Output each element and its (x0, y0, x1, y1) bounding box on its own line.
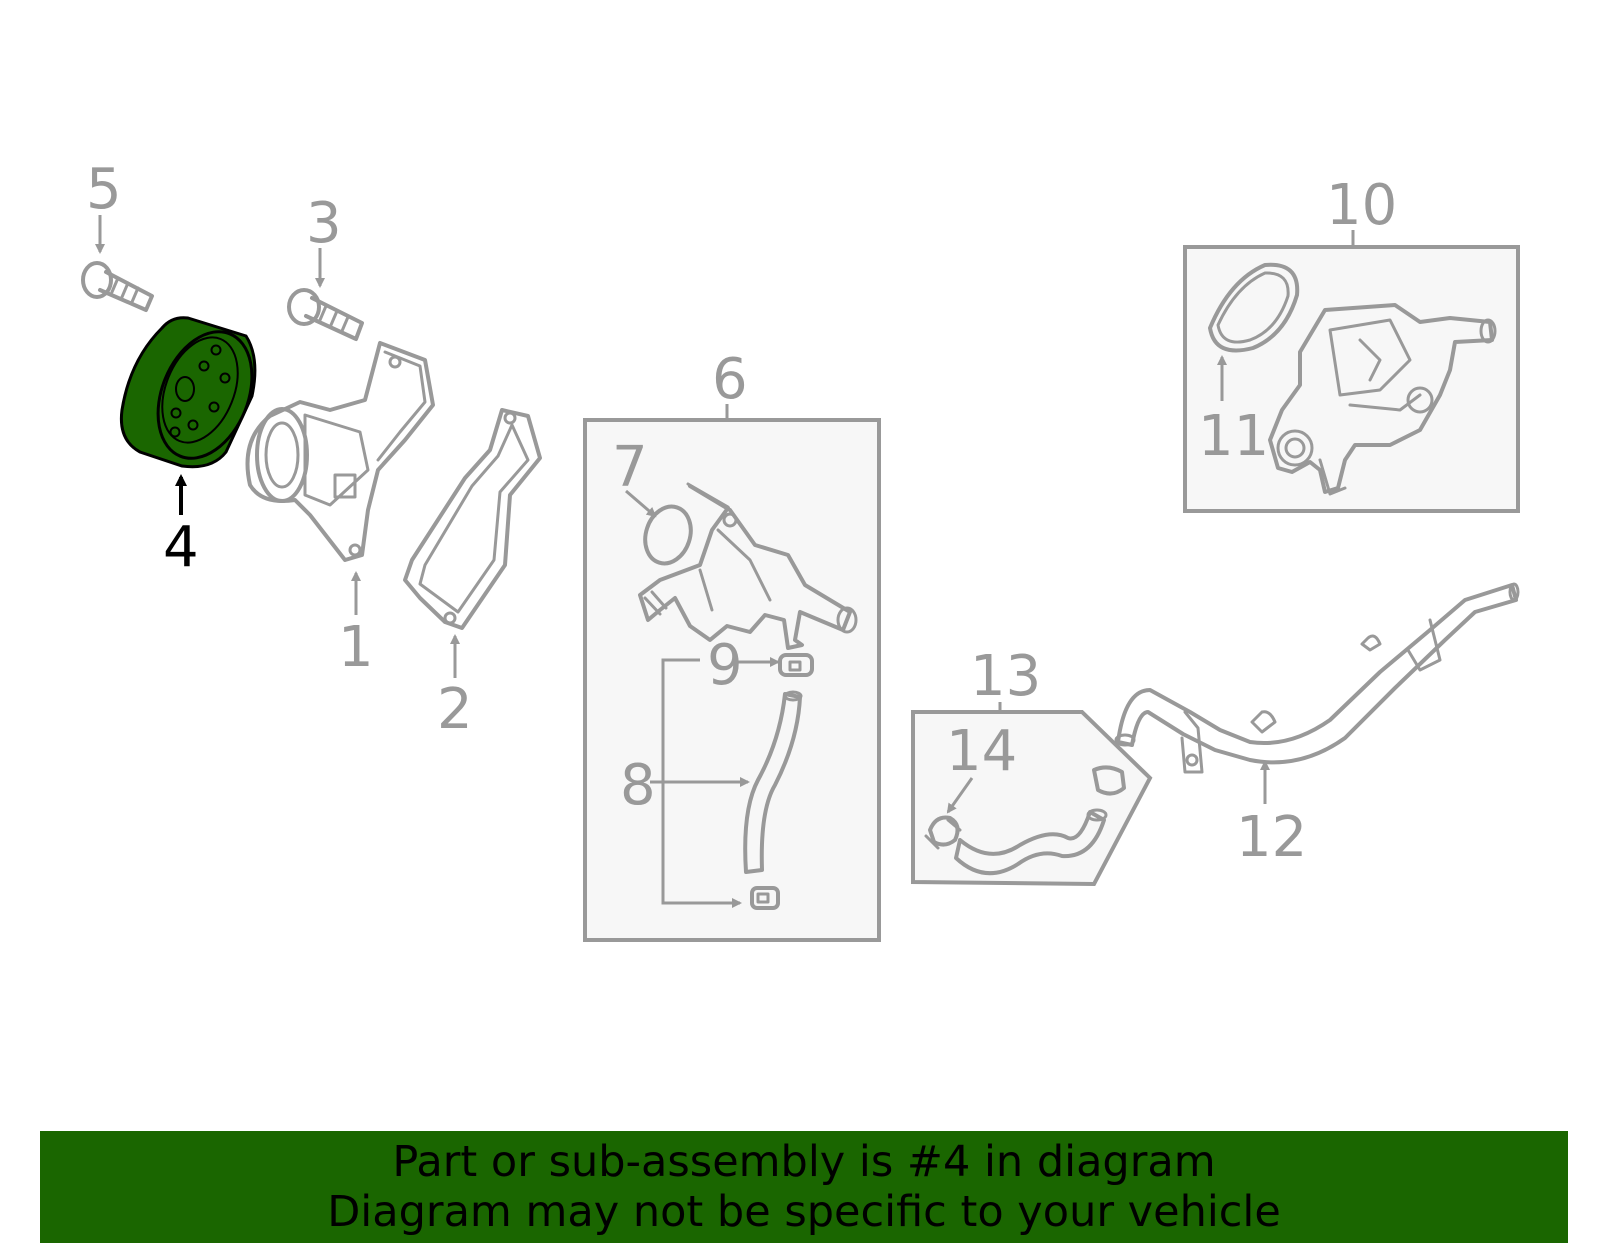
part-11-gasket (1208, 262, 1300, 353)
callout-11: 11 (1198, 404, 1269, 469)
part-7-o-ring (643, 504, 693, 566)
leader-14 (946, 777, 974, 814)
part-12-pipe (1114, 582, 1520, 774)
part-13-hose (954, 765, 1126, 876)
part-1-water-pump (245, 341, 435, 562)
callout-2: 2 (437, 677, 473, 742)
callout-9: 9 (707, 633, 743, 698)
box-13-hose-group (911, 702, 1153, 887)
callout-6: 6 (712, 347, 748, 412)
part-10-outlet-housing (1268, 303, 1497, 496)
callout-14: 14 (946, 719, 1017, 784)
callout-10: 10 (1326, 173, 1397, 238)
box-6-thermostat-group (583, 404, 881, 942)
callout-3: 3 (306, 191, 342, 256)
part-14-clamp (924, 815, 962, 850)
callout-12: 12 (1236, 805, 1307, 870)
callout-1: 1 (338, 615, 374, 680)
part-2-gasket (403, 408, 542, 630)
callout-8: 8 (620, 753, 656, 818)
callout-5: 5 (86, 157, 122, 222)
part-5-bolt (81, 261, 154, 312)
part-6-thermostat-housing (638, 482, 858, 650)
banner-line-1: Part or sub-assembly is #4 in diagram (392, 1137, 1216, 1187)
info-banner: Part or sub-assembly is #4 in diagram Di… (40, 1131, 1568, 1243)
part-8-lower-clamp (750, 886, 780, 910)
banner-line-2: Diagram may not be specific to your vehi… (327, 1187, 1281, 1237)
callout-7: 7 (612, 435, 648, 500)
leader-7 (625, 489, 657, 518)
part-8-hose (743, 690, 803, 874)
callout-4: 4 (163, 515, 199, 580)
part-4-pulley (119, 316, 257, 469)
callout-13: 13 (970, 644, 1041, 709)
part-3-bolt (287, 288, 364, 341)
part-9-clamp (778, 653, 814, 677)
